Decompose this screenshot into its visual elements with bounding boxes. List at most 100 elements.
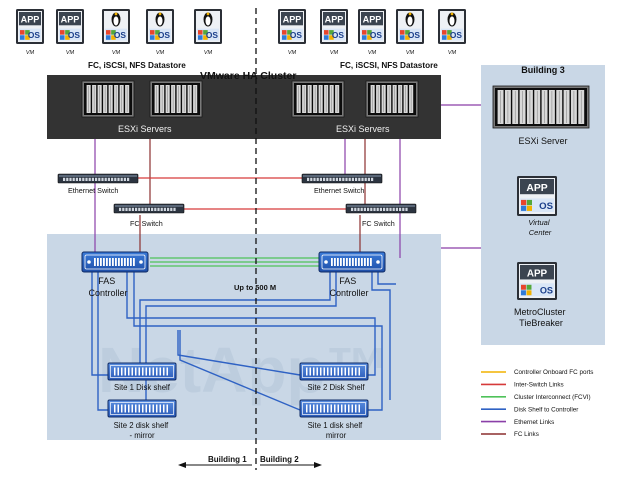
vm-caption: VM bbox=[66, 50, 75, 56]
link-distance-label: Up to 500 M bbox=[234, 283, 276, 292]
shelf-label-left-bottom: Site 2 disk shelf - mirror bbox=[114, 421, 171, 440]
app-badge: APP bbox=[527, 268, 548, 279]
esxi-server-rack bbox=[291, 80, 345, 118]
disk-shelf-site1-mirror bbox=[299, 399, 369, 418]
os-badge: OS bbox=[450, 30, 463, 40]
os-badge: OS bbox=[332, 30, 345, 40]
vm-icon: OS bbox=[102, 9, 130, 44]
building2-label: Building 2 bbox=[260, 455, 299, 464]
vm-icon: APP OS bbox=[320, 9, 348, 44]
fc-links bbox=[139, 139, 366, 258]
app-badge: APP bbox=[21, 15, 40, 25]
vm-caption: VM bbox=[448, 50, 457, 56]
os-badge: OS bbox=[540, 286, 553, 296]
os-logo-icon bbox=[20, 30, 30, 40]
shelf-label-right-top: Site 2 Disk Shelf bbox=[307, 383, 365, 392]
vm-caption: VM bbox=[204, 50, 213, 56]
os-badge: OS bbox=[539, 201, 553, 212]
penguin-icon bbox=[405, 12, 415, 27]
datastore-label-left: FC, iSCSI, NFS Datastore bbox=[88, 61, 186, 70]
os-badge: OS bbox=[28, 30, 41, 40]
os-badge: OS bbox=[158, 30, 171, 40]
esxi-server-rack bbox=[365, 80, 419, 118]
os-badge: OS bbox=[408, 30, 421, 40]
vm-caption: VM bbox=[330, 50, 339, 56]
os-badge: OS bbox=[114, 30, 127, 40]
legend-label: Cluster Interconnect (FCVI) bbox=[514, 394, 591, 401]
virtual-center-icon: APP OS bbox=[517, 176, 557, 216]
app-badge: APP bbox=[61, 15, 80, 25]
fc-switch-label-right: FC Switch bbox=[362, 219, 395, 228]
fcvi-links bbox=[150, 257, 322, 267]
shelf-label-left-top: Site 1 Disk shelf bbox=[114, 383, 171, 392]
tiebreaker-icon: APP OS bbox=[517, 262, 557, 300]
penguin-icon bbox=[447, 12, 457, 27]
vm-icon: APP OS bbox=[278, 9, 306, 44]
os-logo-icon bbox=[324, 30, 334, 40]
vm-caption: VM bbox=[406, 50, 415, 56]
disk-shelf-links bbox=[91, 272, 396, 411]
ethernet-switch bbox=[301, 173, 383, 184]
fc-switch bbox=[113, 203, 185, 214]
os-badge: OS bbox=[290, 30, 303, 40]
disk-shelf-site2 bbox=[299, 362, 369, 381]
os-logo-icon bbox=[60, 30, 70, 40]
app-badge: APP bbox=[325, 15, 344, 25]
eth-switch-label-left: Ethernet Switch bbox=[68, 186, 118, 195]
esxi-server-rack bbox=[149, 80, 203, 118]
vm-caption: VM bbox=[368, 50, 377, 56]
building1-label: Building 1 bbox=[208, 455, 247, 464]
os-logo-icon bbox=[442, 30, 452, 40]
vm-icon: APP OS bbox=[16, 9, 44, 44]
app-badge: APP bbox=[363, 15, 382, 25]
os-logo-icon bbox=[106, 30, 116, 40]
building-arrowhead-right bbox=[314, 462, 322, 468]
fas-controller-right bbox=[318, 251, 386, 273]
penguin-icon bbox=[155, 12, 165, 27]
fas-controller-left bbox=[81, 251, 149, 273]
eth-switch-label-right: Ethernet Switch bbox=[314, 186, 364, 195]
os-badge: OS bbox=[370, 30, 383, 40]
os-logo-icon bbox=[150, 30, 160, 40]
esxi-label-left: ESXi Servers bbox=[118, 124, 172, 134]
fc-switch-label-left: FC Switch bbox=[130, 219, 163, 228]
os-badge: OS bbox=[206, 30, 219, 40]
building-arrowhead-left bbox=[178, 462, 186, 468]
building3-title: Building 3 bbox=[521, 65, 565, 75]
legend-label: Disk Shelf to Controller bbox=[514, 406, 578, 413]
fas-label-right: FAS Controller bbox=[329, 276, 368, 298]
disk-shelf-site1 bbox=[107, 362, 177, 381]
vm-icon: OS bbox=[438, 9, 466, 44]
vm-icon: OS bbox=[194, 9, 222, 44]
os-logo-icon bbox=[198, 30, 208, 40]
building3-esxi-rack bbox=[492, 85, 590, 129]
vm-icon: OS bbox=[396, 9, 424, 44]
building3-esxi-label: ESXi Server bbox=[518, 136, 567, 146]
esxi-label-right: ESXi Servers bbox=[336, 124, 390, 134]
legend-label: Controller Onboard FC ports bbox=[514, 369, 593, 376]
fc-switch bbox=[345, 203, 417, 214]
inter-switch-links bbox=[135, 177, 350, 210]
os-logo-icon bbox=[400, 30, 410, 40]
app-badge: APP bbox=[526, 183, 547, 194]
penguin-icon bbox=[111, 12, 121, 27]
virtual-center-label: Virtual Center bbox=[528, 218, 551, 237]
os-logo-icon bbox=[282, 30, 292, 40]
penguin-icon bbox=[203, 12, 213, 27]
vm-caption: VM bbox=[288, 50, 297, 56]
legend-label: Ethernet Links bbox=[514, 419, 554, 426]
os-logo-icon bbox=[521, 199, 532, 211]
ethernet-switch bbox=[57, 173, 139, 184]
legend: Controller Onboard FC portsInter-Switch … bbox=[481, 369, 593, 438]
app-badge: APP bbox=[283, 15, 302, 25]
os-logo-icon bbox=[521, 284, 532, 296]
legend-label: FC Links bbox=[514, 431, 539, 438]
vm-caption: VM bbox=[156, 50, 165, 56]
esxi-server-rack bbox=[81, 80, 135, 118]
disk-shelf-site2-mirror bbox=[107, 399, 177, 418]
vm-icon: APP OS bbox=[358, 9, 386, 44]
tiebreaker-label: MetroCluster TieBreaker bbox=[514, 307, 568, 328]
legend-label: Inter-Switch Links bbox=[514, 382, 564, 389]
vm-caption: VM bbox=[112, 50, 121, 56]
